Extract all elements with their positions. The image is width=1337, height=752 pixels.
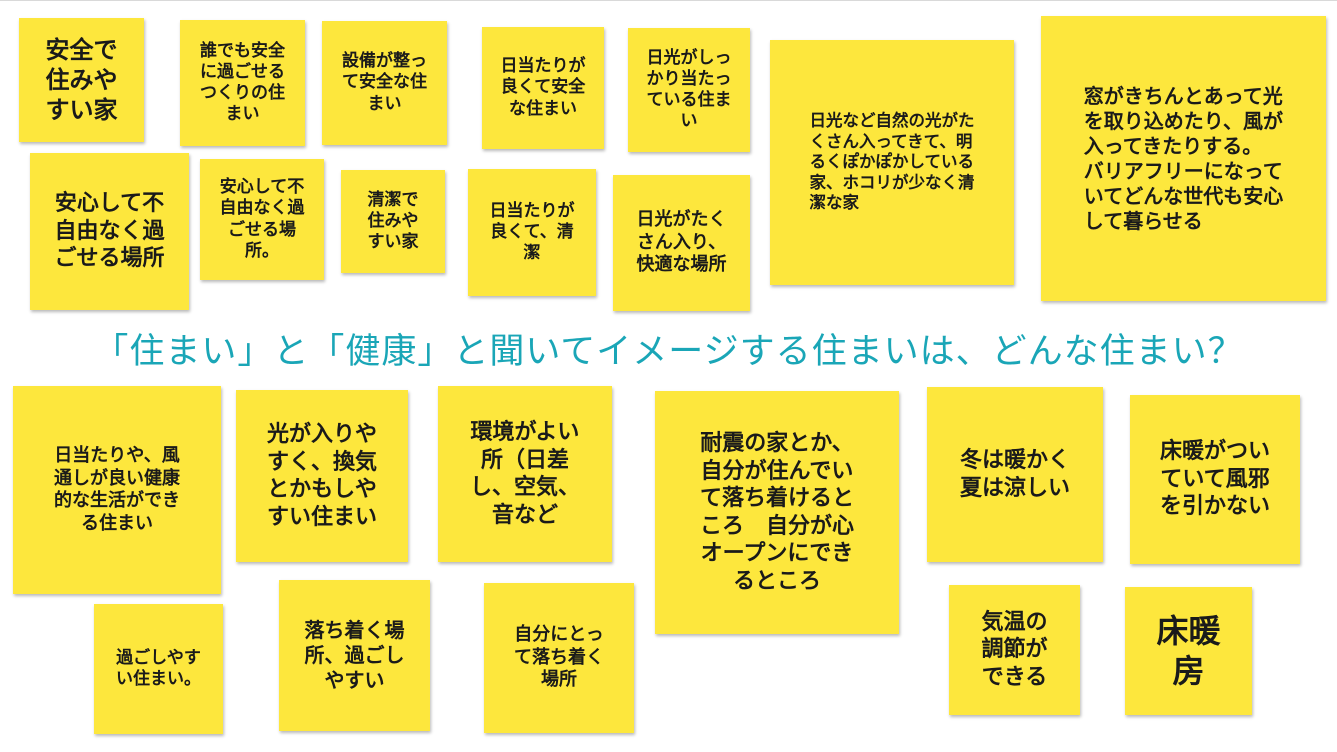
sticky-note[interactable]: 光が入りや すく、換気 とかもしや すい住まい xyxy=(236,390,408,562)
note-text: 落ち着く場 所、過ごし やすい xyxy=(304,618,405,692)
sticky-note[interactable]: 設備が整っ て安全な住 まい xyxy=(322,21,447,145)
note-text: 清潔で 住みや すい家 xyxy=(367,189,419,253)
sticky-note[interactable]: 清潔で 住みや すい家 xyxy=(341,170,445,273)
note-text: 安全で 住みや すい家 xyxy=(45,36,118,124)
note-text: 光が入りや すく、換気 とかもしや すい住まい xyxy=(266,422,377,530)
sticky-note[interactable]: 安心して不 自由なく過 ごせる場 所。 xyxy=(200,159,324,280)
sticky-note[interactable]: 窓がきちんとあって光 を取り込めたり、風が 入ってきたりする。 バリアフリーにな… xyxy=(1041,16,1326,301)
note-text: 誰でも安全 に過ごせる つくりの住 まい xyxy=(200,40,285,125)
sticky-note[interactable]: 冬は暖かく 夏は涼しい xyxy=(927,387,1103,562)
note-text: 冬は暖かく 夏は涼しい xyxy=(959,448,1070,501)
top-border xyxy=(0,0,1337,1)
note-text: 気温の 調節が できる xyxy=(981,609,1048,690)
sticky-note[interactable]: 日当たりや、風 通しが良い健康 的な生活ができ る住まい xyxy=(13,386,221,594)
sticky-note[interactable]: 誰でも安全 に過ごせる つくりの住 まい xyxy=(180,20,305,146)
note-text: 安心して不 自由なく過 ごせる場所 xyxy=(54,191,165,272)
note-text: 設備が整っ て安全な住 まい xyxy=(342,51,427,114)
note-text: 日当たりが 良くて、清 潔 xyxy=(489,200,575,264)
note-text: 日当たりが 良くて安全 な住まい xyxy=(500,56,586,119)
sticky-note[interactable]: 日光がたく さん入り、 快適な場所 xyxy=(613,175,750,311)
sticky-note[interactable]: 床暖がつい ていて風邪 を引かない xyxy=(1130,395,1300,564)
sticky-note[interactable]: 日当たりが 良くて、清 潔 xyxy=(468,169,596,296)
question-heading: 「住まい」と「健康」と聞いてイメージする住まいは、どんな住まい？ xyxy=(93,332,1244,372)
sticky-note[interactable]: 気温の 調節が できる xyxy=(949,585,1080,715)
note-text: 床暖 房 xyxy=(1156,612,1221,690)
note-text: 安心して不 自由なく過 ごせる場 所。 xyxy=(219,177,305,261)
sticky-note[interactable]: 過ごしやす い住まい。 xyxy=(94,604,223,734)
sticky-note[interactable]: 耐震の家とか、 自分が住んでい て落ち着けると ころ 自分が心 オープンにでき … xyxy=(655,391,899,634)
note-text: 耐震の家とか、 自分が住んでい て落ち着けると ころ 自分が心 オープンにでき … xyxy=(699,431,854,594)
sticky-note[interactable]: 日当たりが 良くて安全 な住まい xyxy=(482,27,604,149)
sticky-note[interactable]: 自分にとっ て落ち着く 場所 xyxy=(484,583,634,733)
sticky-note[interactable]: 日光がしっ かり当たっ ている住ま い xyxy=(628,28,750,152)
note-text: 日光がたく さん入り、 快適な場所 xyxy=(636,209,727,276)
note-text: 自分にとっ て落ち着く 場所 xyxy=(514,624,604,691)
sticky-note[interactable]: 床暖 房 xyxy=(1125,587,1252,715)
note-text: 日光がしっ かり当たっ ている住ま い xyxy=(646,47,732,132)
sticky-note[interactable]: 落ち着く場 所、過ごし やすい xyxy=(279,580,430,731)
note-text: 床暖がつい ていて風邪 を引かない xyxy=(1159,439,1270,520)
note-text: 日光など自然の光がた くさん入ってきて、明 るくぽかぽかしている 家、ホコリが少… xyxy=(809,110,975,213)
sticky-note[interactable]: 安全で 住みや すい家 xyxy=(19,18,144,142)
sticky-note[interactable]: 安心して不 自由なく過 ごせる場所 xyxy=(30,153,189,310)
sticky-note[interactable]: 日光など自然の光がた くさん入ってきて、明 るくぽかぽかしている 家、ホコリが少… xyxy=(770,40,1014,285)
note-text: 窓がきちんとあって光 を取り込めたり、風が 入ってきたりする。 バリアフリーにな… xyxy=(1083,83,1284,233)
note-text: 過ごしやす い住まい。 xyxy=(116,647,201,689)
sticky-note[interactable]: 環境がよい 所（日差 し、空気、 音など xyxy=(438,386,612,562)
note-text: 日当たりや、風 通しが良い健康 的な生活ができ る住まい xyxy=(54,445,180,534)
note-text: 環境がよい 所（日差 し、空気、 音など xyxy=(469,420,580,528)
